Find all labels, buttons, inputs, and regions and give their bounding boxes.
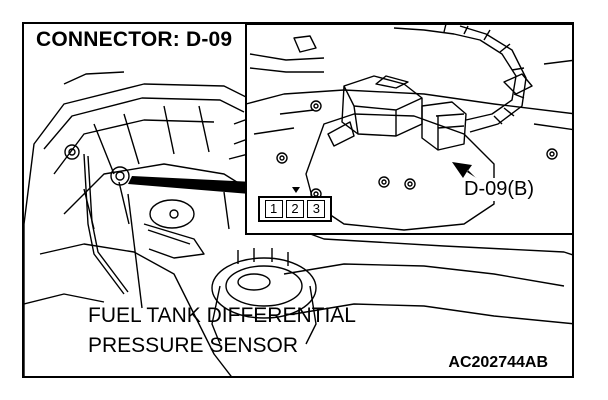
connector-callout-label: D-09(B) <box>462 178 537 201</box>
connector-pin-3: 3 <box>307 200 326 218</box>
diagram-title: CONNECTOR: D-09 <box>36 28 233 51</box>
connector-pin-1: 1 <box>264 200 283 218</box>
pin-marker-icon <box>292 187 300 193</box>
figure-code: AC202744AB <box>448 354 548 371</box>
connector-pin-face: 1 2 3 <box>258 196 332 222</box>
diagram-frame: CONNECTOR: D-09 1 2 3 D-09(B) FUEL TANK … <box>22 22 574 378</box>
inset-pointer <box>128 176 254 194</box>
fuel-tank-drawing <box>24 33 572 376</box>
connector-pin-2: 2 <box>285 200 304 218</box>
fuel-tank-illustration <box>24 24 572 376</box>
component-name-line-1: FUEL TANK DIFFERENTIAL <box>88 304 356 327</box>
component-name-line-2: PRESSURE SENSOR <box>88 334 299 357</box>
